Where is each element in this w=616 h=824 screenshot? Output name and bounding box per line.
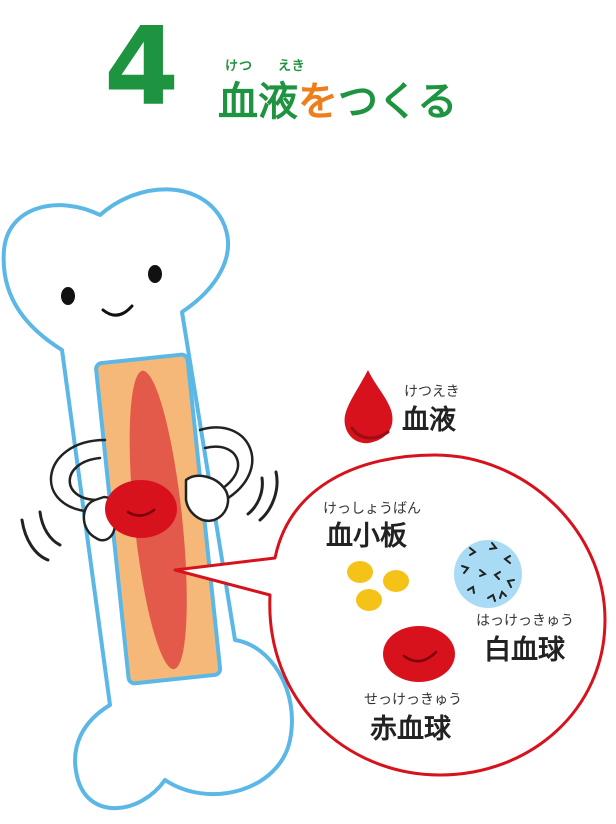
left-motion-lines [22,512,60,560]
red-cell-reading: せっけっきゅう [364,693,462,707]
right-motion-lines [248,472,277,520]
held-red-cell [105,480,177,538]
platelet-reading: けっしょうばん [323,502,421,516]
blood-label: 血液 [402,407,456,434]
blood-reading: けつえき [404,385,460,399]
right-eye [148,265,162,283]
platelet-2 [383,570,409,592]
right-hand [186,476,228,521]
platelet-3 [356,589,382,611]
red-cell-label: 赤血球 [370,716,451,743]
platelet-label: 血小板 [326,523,407,550]
white-cell-label: 白血球 [484,637,565,664]
left-eye [61,287,75,305]
red-cell [383,626,455,682]
platelet-1 [347,561,373,583]
white-cell-reading: はっけっきゅう [476,614,574,628]
